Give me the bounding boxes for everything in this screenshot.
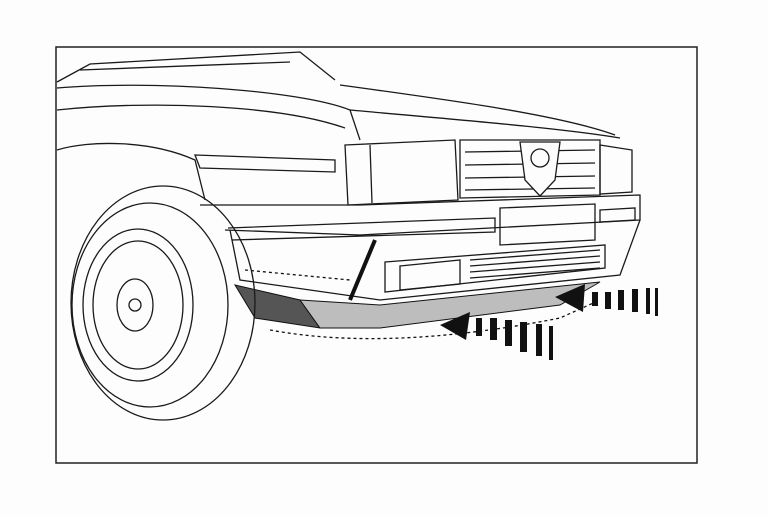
arrow-icon-upper bbox=[555, 284, 658, 316]
front-wheel bbox=[70, 185, 256, 421]
front-spoiler-center bbox=[298, 281, 601, 329]
figure-frame bbox=[55, 46, 698, 464]
arrow-icon-lower bbox=[440, 312, 553, 360]
spoiler-dotted-outline bbox=[244, 269, 601, 340]
car-body bbox=[56, 51, 641, 301]
tow-hook bbox=[348, 239, 377, 301]
headlights-grille bbox=[344, 139, 633, 206]
